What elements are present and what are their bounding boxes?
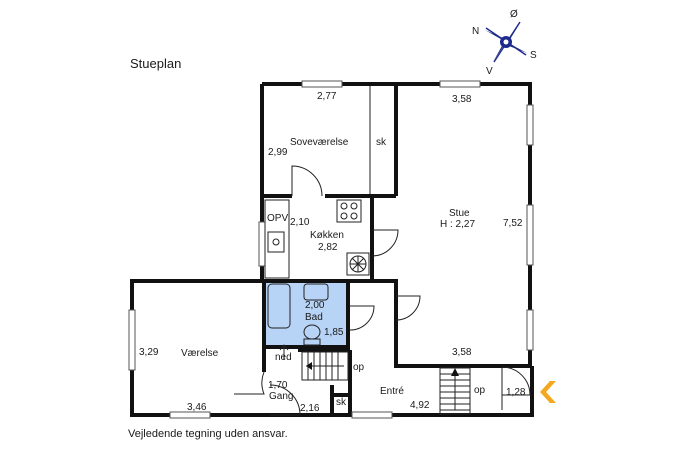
bath-sink <box>303 283 329 301</box>
room-width: 3,46 <box>187 402 207 413</box>
window <box>258 221 266 267</box>
window <box>526 204 534 266</box>
door-bedroom <box>291 165 323 197</box>
sink-drain <box>272 238 280 246</box>
living-top-dim: 3,58 <box>452 94 472 105</box>
compass-n: N <box>472 26 479 37</box>
kitchen-name: Køkken <box>310 230 344 241</box>
window <box>301 80 343 88</box>
kitchen-dim-a: 2,10 <box>290 217 310 228</box>
outer-wall-south-east <box>440 366 534 417</box>
entre-name: Entré <box>380 386 404 397</box>
stairs-up-label: op <box>353 362 365 373</box>
stairs-down <box>301 351 349 381</box>
toilet-tank <box>303 338 321 346</box>
bath-name: Bad <box>305 312 323 323</box>
gang-closet: sk <box>336 397 347 408</box>
burner <box>350 202 358 210</box>
gang-name: Gang <box>269 391 293 402</box>
door-main <box>501 366 531 396</box>
door-gang <box>269 384 301 416</box>
outer-wall-west <box>130 84 440 417</box>
disclaimer: Vejledende tegning uden ansvar. <box>128 428 288 440</box>
counter <box>264 199 290 279</box>
entre-dim: 4,92 <box>410 400 430 411</box>
door-living <box>395 295 421 321</box>
bath-width: 2,00 <box>305 300 325 311</box>
gang-dim: 1,70 <box>268 380 288 391</box>
bath-depth: 1,85 <box>324 327 344 338</box>
porch-dim: 1,28 <box>506 387 526 398</box>
kitchen-dim-b: 2,82 <box>318 242 338 253</box>
sink <box>267 231 285 253</box>
door-kitchen <box>371 229 399 257</box>
bedroom-width: 2,77 <box>317 91 337 102</box>
stairs-up <box>439 367 471 415</box>
window <box>526 104 534 146</box>
stair-arrow <box>279 344 289 360</box>
living-name: Stue <box>449 208 470 219</box>
door-room <box>234 371 265 395</box>
burner <box>340 212 348 220</box>
room-depth: 3,29 <box>139 347 159 358</box>
stairs-up-label-2: op <box>474 385 486 396</box>
compass-s: S <box>530 50 537 61</box>
window <box>526 309 534 351</box>
burner <box>350 212 358 220</box>
fan-blades <box>350 256 366 272</box>
living-bottom-dim: 3,58 <box>452 347 472 358</box>
appliance <box>346 252 370 276</box>
room-name: Værelse <box>181 348 219 359</box>
compass-o: Ø <box>510 9 518 20</box>
window <box>128 309 136 371</box>
living-side-dim: 7,52 <box>503 218 523 229</box>
kitchen-opv: OPV <box>267 213 288 224</box>
window <box>351 411 393 419</box>
living-height: H : 2,27 <box>440 219 475 230</box>
compass-v: V <box>486 66 493 77</box>
bedroom-closet: sk <box>376 137 387 148</box>
stove <box>336 199 362 223</box>
bathtub <box>267 283 291 329</box>
window <box>439 80 481 88</box>
window <box>169 411 211 419</box>
burner <box>340 202 348 210</box>
plan-title: Stueplan <box>130 56 182 71</box>
door-bath <box>349 305 375 331</box>
bedroom-depth: 2,99 <box>268 147 288 158</box>
stairs-down-label: ned <box>275 352 292 363</box>
bedroom-name: Soveværelse <box>290 137 349 148</box>
bathroom-fill <box>265 281 348 347</box>
entrance-arrow-icon <box>540 381 556 403</box>
compass-rose-icon <box>485 21 527 63</box>
gang-dim-b: 2,16 <box>300 403 320 414</box>
